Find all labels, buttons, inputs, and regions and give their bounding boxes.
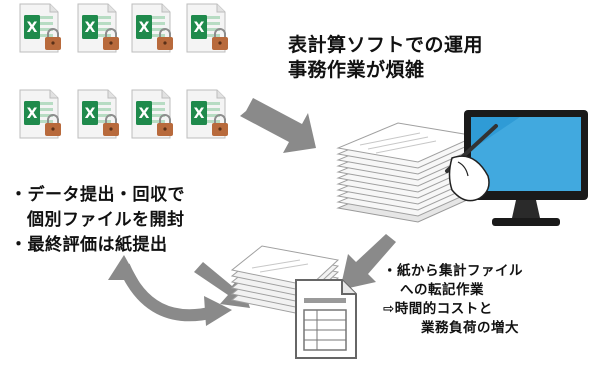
excel-file-icon	[131, 89, 174, 139]
excel-file-icon	[186, 89, 229, 139]
curved-double-arrow	[108, 255, 232, 326]
excel-file-icon	[77, 3, 120, 53]
heading-line-2: 事務作業が煩雑	[288, 59, 425, 81]
left-notes: ・データ提出・回収で 個別ファイルを開封 ・最終評価は紙提出	[10, 183, 185, 258]
right-note-line-2: への転記作業	[400, 282, 484, 298]
arrow-to-paper-stack	[240, 98, 316, 153]
excel-file-icon	[186, 3, 229, 53]
heading-line-1: 表計算ソフトでの運用	[288, 34, 484, 56]
right-note-line-3: ⇨時間的コストと	[383, 301, 493, 317]
monitor-icon	[464, 110, 588, 226]
left-note-line-3: ・最終評価は紙提出	[10, 235, 168, 255]
excel-file-icon	[19, 89, 62, 139]
right-notes: ・紙から集計ファイル への転記作業 ⇨時間的コストと 業務負荷の増大	[383, 262, 523, 338]
locked-spreadsheet-grid	[19, 3, 229, 139]
excel-file-icon	[19, 3, 62, 53]
excel-file-icon	[131, 3, 174, 53]
hand-with-pen-icon	[445, 124, 498, 202]
left-note-line-2: 個別ファイルを開封	[27, 210, 185, 230]
right-note-line-1: ・紙から集計ファイル	[383, 263, 523, 279]
arrow-to-bottom-stack	[340, 234, 396, 290]
left-note-line-1: ・データ提出・回収で	[10, 185, 185, 205]
form-document-icon	[295, 279, 357, 359]
right-note-line-4: 業務負荷の増大	[421, 320, 519, 336]
excel-file-icon	[77, 89, 120, 139]
heading-text: 表計算ソフトでの運用 事務作業が煩雑	[288, 33, 483, 83]
